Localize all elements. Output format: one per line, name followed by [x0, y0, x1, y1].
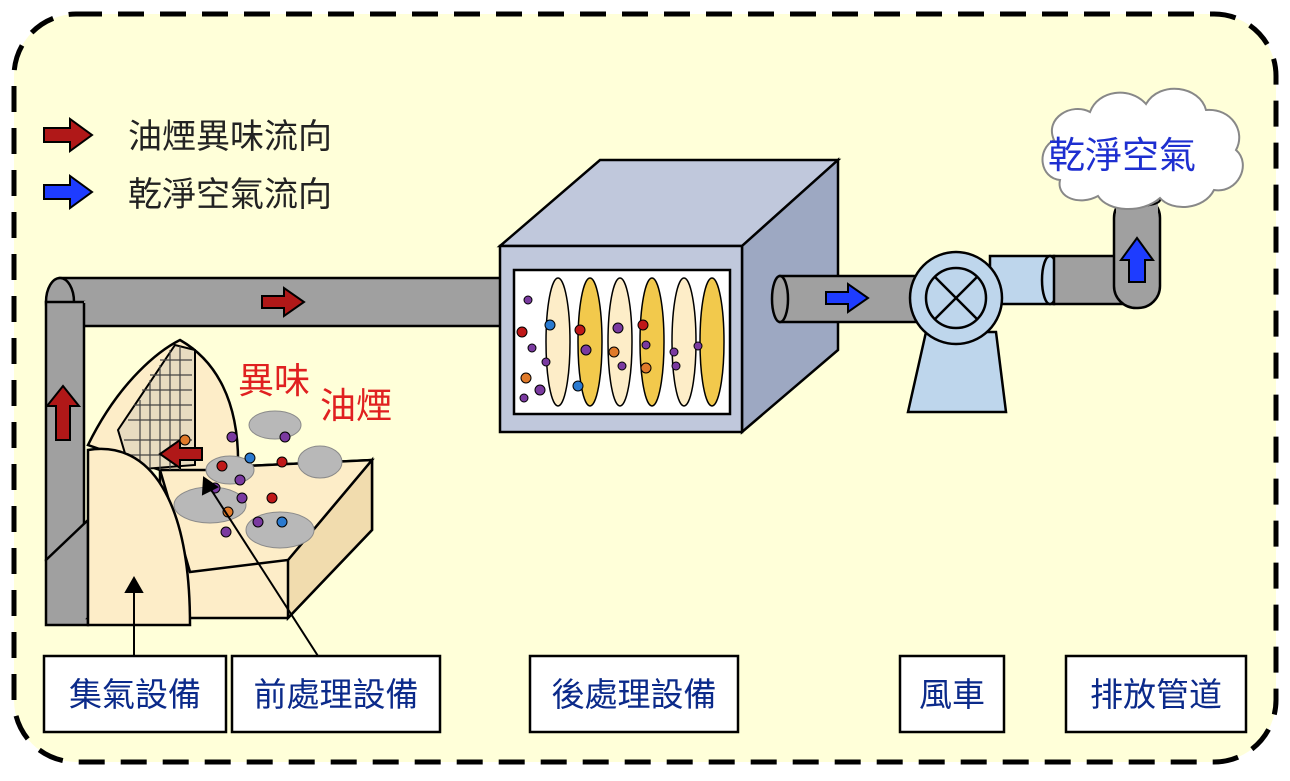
duct-red-arrow-icon [261, 286, 306, 318]
posttreatment-label: 後處理設備 [552, 675, 717, 714]
fan-label: 風車 [919, 675, 985, 714]
odor-label: 異味 [238, 361, 310, 402]
legend-label-oil-smoke: 油煙異味流向 [128, 117, 332, 157]
riser-red-arrow-icon [44, 384, 82, 441]
clean-air-cloud-icon [1041, 87, 1244, 211]
label-pointers [124, 476, 319, 657]
equipment-label-collector: 集氣設備 [42, 654, 228, 734]
equipment-label-exhaust: 排放管道 [1064, 654, 1248, 734]
red-arrow-icon [43, 117, 94, 153]
fan-unit [906, 250, 1060, 414]
legend: 油煙異味流向 乾淨空氣流向 [43, 117, 332, 215]
collector-label: 集氣設備 [69, 675, 201, 714]
oil-smoke-label: 油煙 [320, 386, 392, 427]
hood-particles [179, 431, 291, 538]
legend-label-clean-air: 乾淨空氣流向 [128, 175, 332, 215]
equipment-label-posttreatment: 後處理設備 [528, 654, 740, 734]
legend-item-oil-smoke: 油煙異味流向 [43, 117, 332, 157]
legend-item-clean-air: 乾淨空氣流向 [43, 174, 332, 215]
equipment-label-fan: 風車 [898, 654, 1006, 734]
pretreatment-label: 前處理設備 [254, 675, 419, 714]
post-treatment-unit [496, 157, 842, 435]
outlet-blue-arrow-icon [825, 282, 870, 314]
blue-arrow-icon [43, 174, 94, 210]
clean-air-label: 乾淨空氣 [1048, 134, 1196, 177]
hood-red-arrow-icon [158, 438, 203, 470]
exhaust-label: 排放管道 [1090, 675, 1222, 714]
filter-particles [516, 295, 703, 403]
filter-discs [545, 277, 725, 407]
equipment-label-pretreatment: 前處理設備 [230, 654, 442, 734]
exhaust-blue-arrow-icon [1119, 236, 1155, 283]
